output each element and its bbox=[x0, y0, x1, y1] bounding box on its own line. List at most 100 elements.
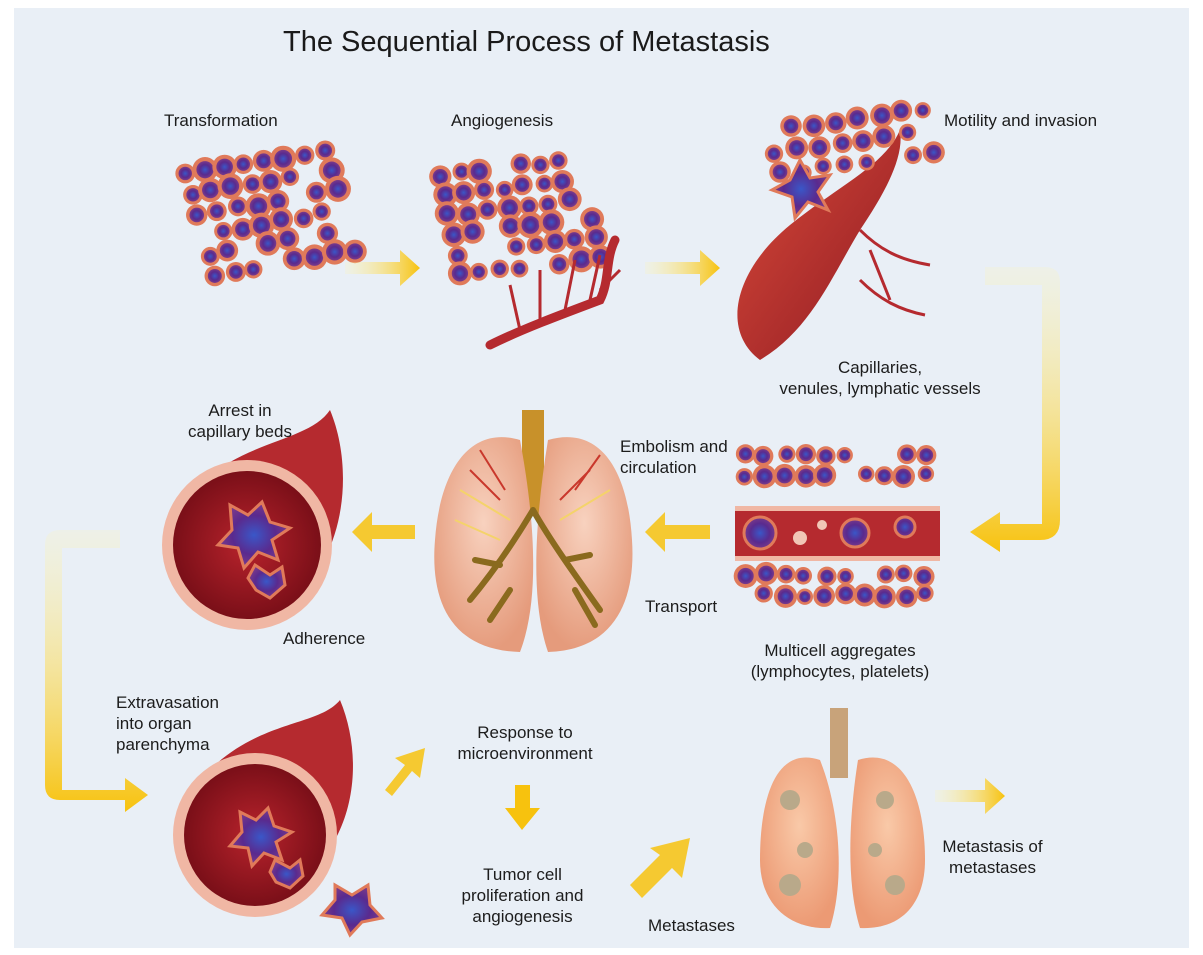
tumor-cell-nucleus bbox=[880, 568, 892, 580]
label-transport: Transport bbox=[645, 596, 717, 617]
tumor-cell-nucleus bbox=[297, 212, 310, 225]
tumor-cell-nucleus bbox=[838, 158, 850, 170]
tumor-cell-nucleus bbox=[250, 197, 268, 215]
tumor-cell-nucleus bbox=[567, 232, 581, 246]
tumor-cell-nucleus bbox=[797, 570, 809, 582]
tumor-cell-nucleus bbox=[840, 571, 851, 582]
tumor-cell-nucleus bbox=[514, 157, 528, 171]
tumor-cell-nucleus bbox=[781, 448, 793, 460]
metastatic-lungs-illustration bbox=[760, 708, 925, 928]
tumor-cell-nucleus bbox=[878, 469, 891, 482]
tumor-cell-nucleus bbox=[452, 265, 468, 281]
tumor-cell-nucleus bbox=[246, 177, 259, 190]
tumor-cell-nucleus bbox=[857, 587, 873, 603]
tumor-cell-nucleus bbox=[326, 243, 343, 260]
tumor-cell-nucleus bbox=[820, 570, 833, 583]
tumor-cell-nucleus bbox=[298, 149, 311, 162]
tumor-cell-nucleus bbox=[920, 468, 931, 479]
tumor-cell-nucleus bbox=[780, 568, 793, 581]
label-embolism-line2: circulation bbox=[620, 457, 728, 478]
label-extravasation: Extravasation into organ parenchyma bbox=[116, 692, 219, 755]
lungs-illustration bbox=[434, 410, 632, 652]
arrow-metastasis-of-metastases bbox=[935, 778, 1005, 814]
tumor-cell-nucleus bbox=[329, 180, 347, 198]
tumor-cell-nucleus bbox=[433, 169, 448, 184]
tumor-cell-nucleus bbox=[876, 129, 892, 145]
tumor-cell-nucleus bbox=[757, 587, 769, 599]
label-extravasation-line2: into organ bbox=[116, 713, 219, 734]
tumor-cell-nucleus bbox=[806, 118, 821, 133]
label-capillaries-line1: Capillaries, bbox=[760, 357, 1000, 378]
tumor-cell-nucleus bbox=[445, 226, 462, 243]
tumor-cell-nucleus bbox=[542, 198, 555, 211]
label-capillaries-line2: venules, lymphatic vessels bbox=[760, 378, 1000, 399]
label-extravasation-line3: parenchyma bbox=[116, 734, 219, 755]
label-multicell-line2: (lymphocytes, platelets) bbox=[730, 661, 950, 682]
tumor-cell-nucleus bbox=[798, 469, 813, 484]
arrow-to-response bbox=[385, 748, 425, 796]
tumor-cell-nucleus bbox=[817, 160, 829, 172]
tumor-cell-nucleus bbox=[318, 144, 332, 158]
tumor-cell-nucleus bbox=[439, 205, 456, 222]
tumor-cell-nucleus bbox=[877, 589, 893, 605]
label-response-line2: microenvironment bbox=[440, 743, 610, 764]
label-proliferation-line2: proliferation and bbox=[440, 885, 605, 906]
arrow-motility-to-circulation bbox=[970, 267, 1060, 552]
tumor-cell-nucleus bbox=[896, 469, 912, 485]
tumor-cell-nucleus bbox=[196, 161, 213, 178]
tumor-cell-nucleus bbox=[274, 150, 292, 168]
tumor-cell-nucleus bbox=[530, 238, 543, 251]
tumor-cell-nucleus bbox=[861, 157, 872, 168]
tumor-cell-nucleus bbox=[513, 263, 525, 275]
label-arrest-line2: capillary beds bbox=[170, 421, 310, 442]
tumor-cell-nucleus bbox=[481, 203, 495, 217]
tumor-cell-nucleus bbox=[534, 159, 546, 171]
label-embolism: Embolism and circulation bbox=[620, 436, 728, 478]
tumor-cell-nucleus bbox=[919, 587, 931, 599]
tumor-cell-nucleus bbox=[235, 222, 250, 237]
tumor-cell-nucleus bbox=[768, 147, 780, 159]
label-multicell-line1: Multicell aggregates bbox=[730, 640, 950, 661]
motility-invasion-vessel bbox=[737, 100, 944, 360]
tumor-cell-nucleus bbox=[263, 174, 279, 190]
tumor-cell-nucleus bbox=[756, 468, 772, 484]
label-tumor-proliferation: Tumor cell proliferation and angiogenesi… bbox=[440, 864, 605, 927]
tumor-cell-nucleus bbox=[455, 165, 467, 177]
tumor-cell-nucleus bbox=[739, 447, 752, 460]
tumor-cell-nucleus bbox=[347, 243, 363, 259]
tumor-cell-nucleus bbox=[554, 174, 570, 190]
tumor-cell-nucleus bbox=[229, 265, 243, 279]
tumor-cell-nucleus bbox=[473, 266, 485, 278]
tumor-cell-nucleus bbox=[216, 159, 233, 176]
tumor-cell-nucleus bbox=[471, 163, 488, 180]
tumor-cell-nucleus bbox=[552, 257, 566, 271]
tumor-cell-nucleus bbox=[270, 194, 285, 209]
tumor-cell-nucleus bbox=[919, 448, 933, 462]
arrest-capillary-tube bbox=[162, 410, 343, 630]
tumor-cell-nucleus bbox=[273, 211, 289, 227]
tumor-cell-nucleus bbox=[839, 587, 853, 601]
label-response-line1: Response to bbox=[440, 722, 610, 743]
label-metmet-line2: metastases bbox=[930, 857, 1055, 878]
tumor-cell-nucleus bbox=[758, 566, 774, 582]
label-motility-invasion: Motility and invasion bbox=[944, 110, 1097, 131]
label-arrest-line1: Arrest in bbox=[170, 400, 310, 421]
label-response-microenvironment: Response to microenvironment bbox=[440, 722, 610, 764]
tumor-cell-nucleus bbox=[456, 185, 472, 201]
tumor-cell-nucleus bbox=[588, 229, 604, 245]
tumor-cell-nucleus bbox=[256, 153, 271, 168]
tumor-cell-nucleus bbox=[315, 205, 327, 217]
tumor-cell-nucleus bbox=[799, 591, 810, 602]
tumor-cell-nucleus bbox=[186, 188, 199, 201]
tumor-cell-nucleus bbox=[477, 183, 491, 197]
tumor-cell-nucleus bbox=[521, 216, 539, 234]
tumor-cell-nucleus bbox=[773, 165, 788, 180]
tumor-cell-nucleus bbox=[510, 240, 522, 252]
tumor-cell-nucleus bbox=[284, 171, 297, 184]
tumor-cell-nucleus bbox=[849, 110, 865, 126]
tumor-cell-nucleus bbox=[179, 167, 192, 180]
arrow-angiogenesis-to-motility bbox=[645, 250, 720, 286]
tumor-cell-nucleus bbox=[756, 449, 770, 463]
